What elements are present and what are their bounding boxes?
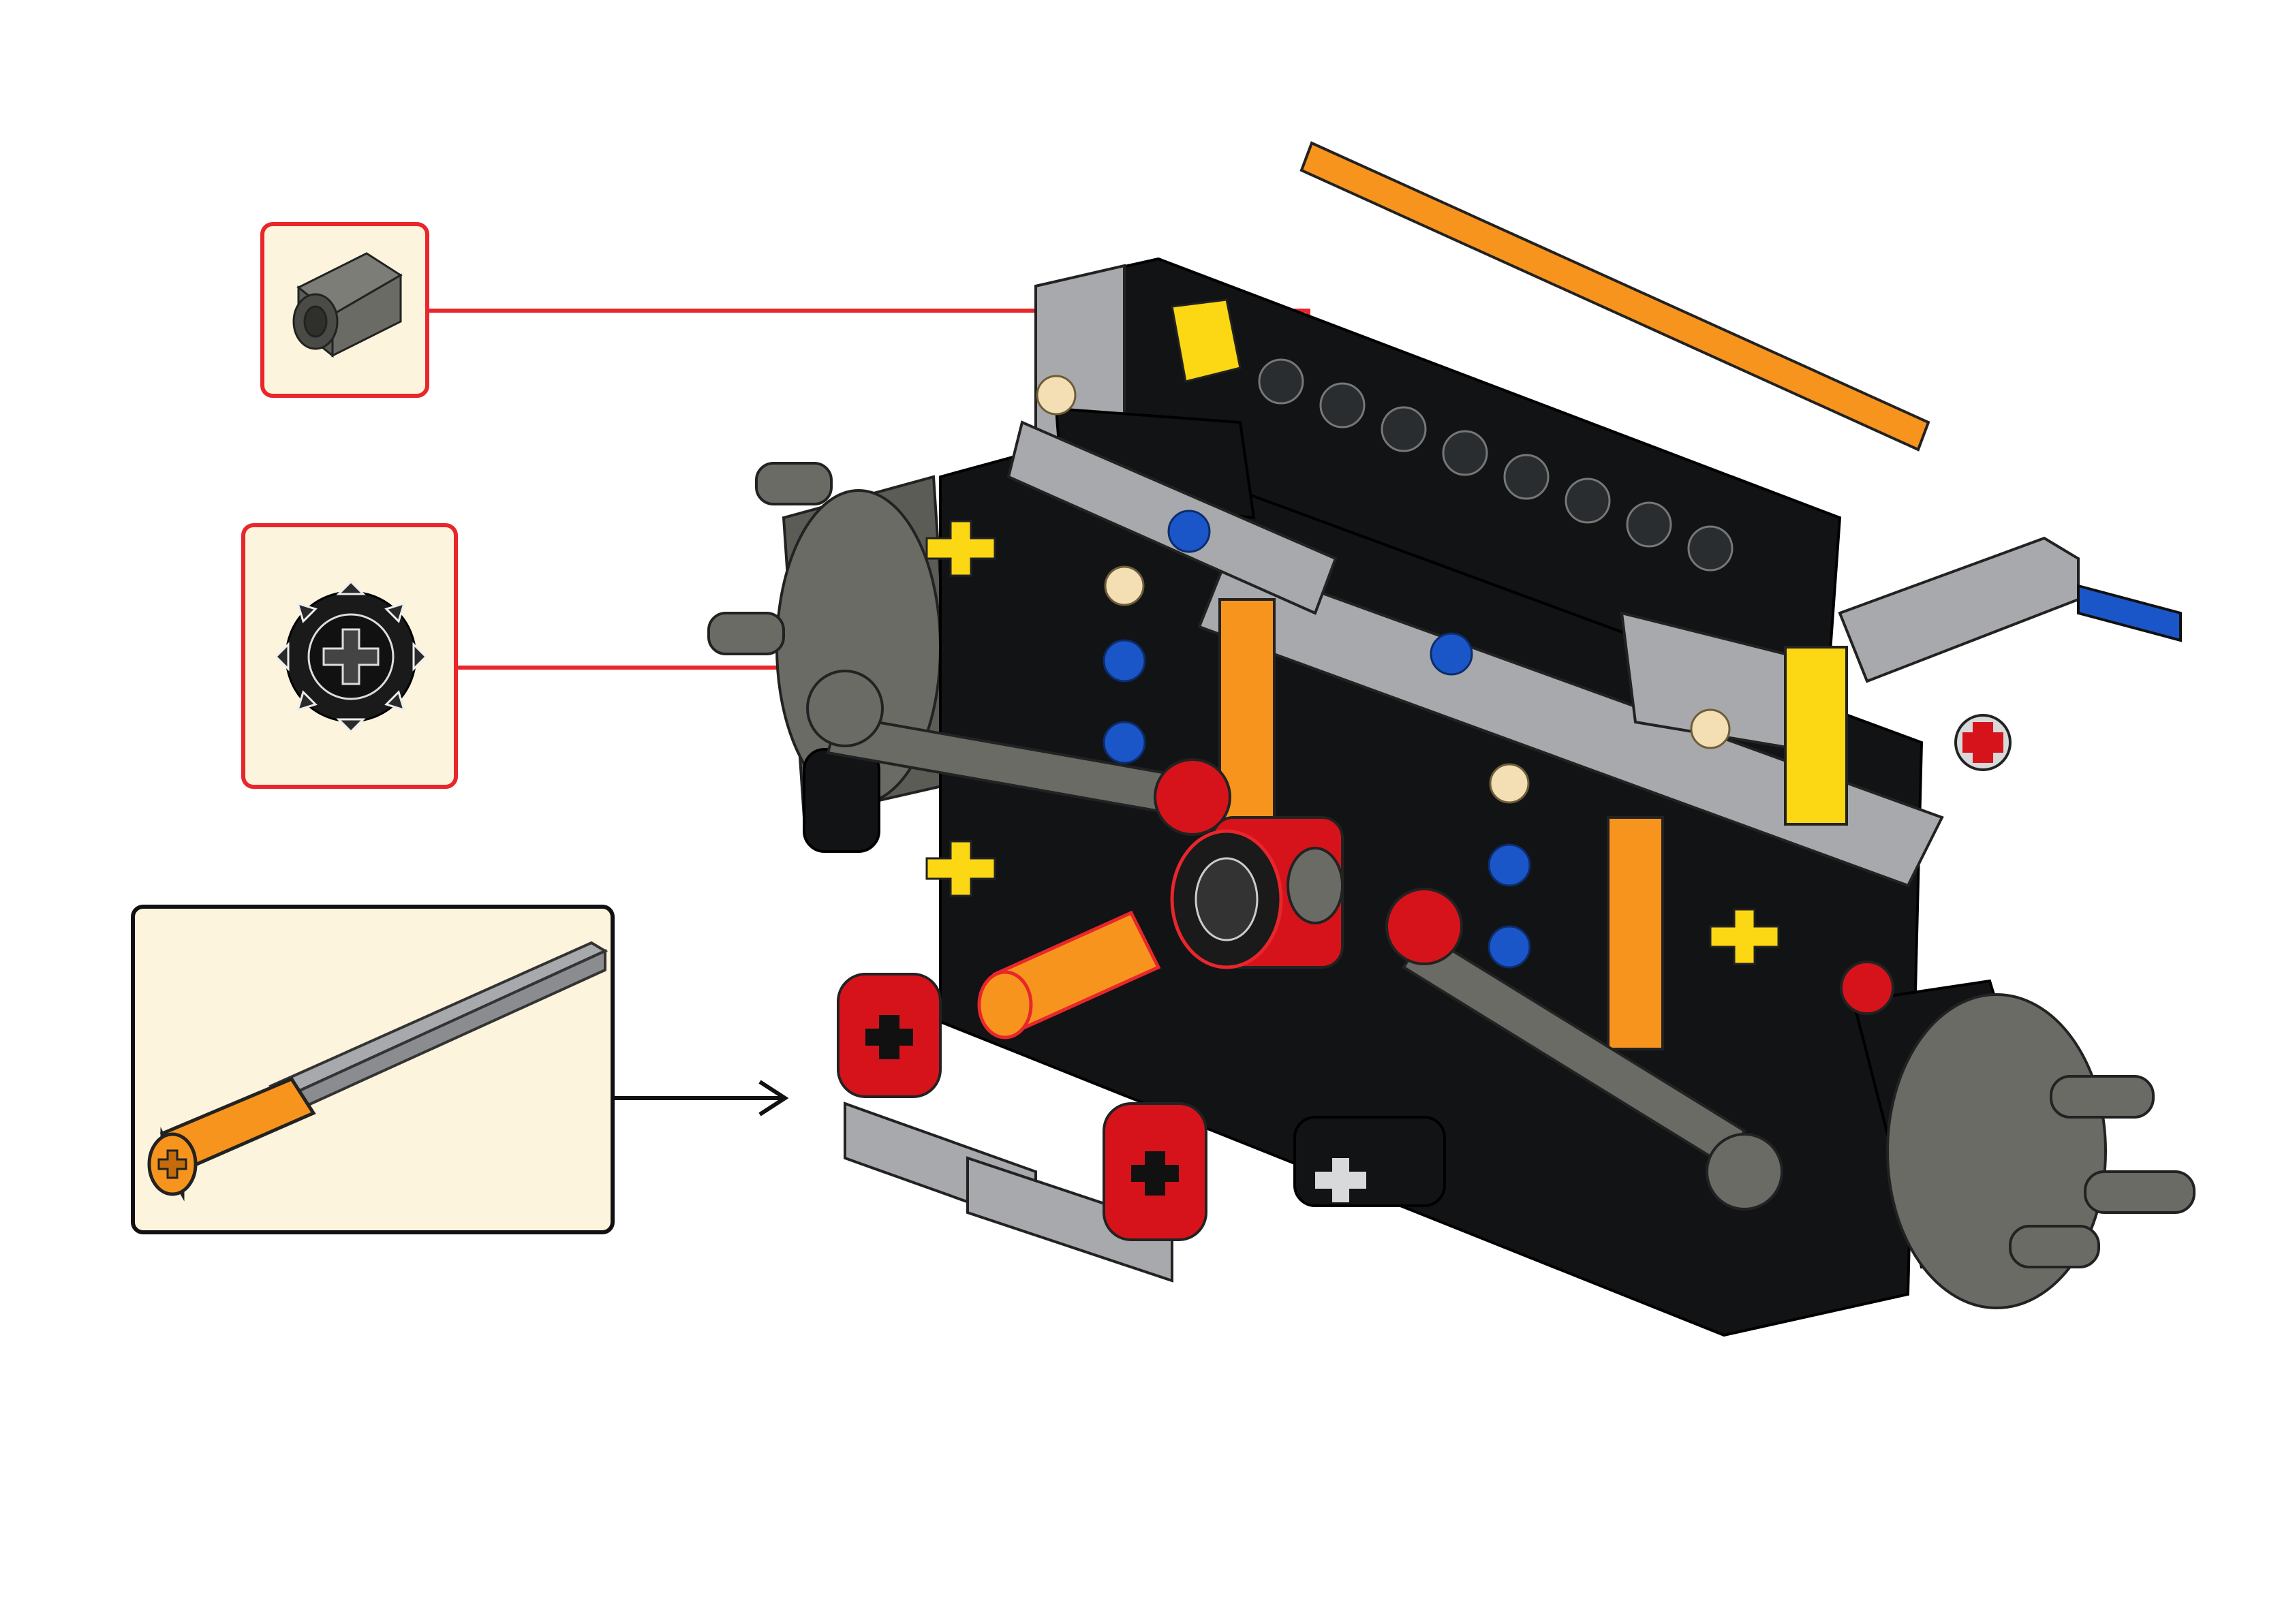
right-gray-arm xyxy=(1838,536,2182,771)
right-differential-housing xyxy=(1840,961,2196,1309)
subassembly-callout xyxy=(131,905,615,1234)
connecting-rods xyxy=(806,670,1783,1211)
black-bevel-gear-icon xyxy=(274,580,428,734)
front-assembly xyxy=(837,816,1446,1283)
dark-gray-bush-icon xyxy=(292,252,403,358)
installed-bush xyxy=(1287,847,1344,924)
left-differential-housing xyxy=(707,462,956,853)
part-callout-bush xyxy=(260,222,429,398)
part-callout-bevel-gear xyxy=(241,523,458,789)
installed-bevel-gear xyxy=(1170,829,1283,969)
orange-connector-on-gray-axle-icon xyxy=(147,941,609,1202)
inserted-orange-connector xyxy=(977,910,1161,1040)
